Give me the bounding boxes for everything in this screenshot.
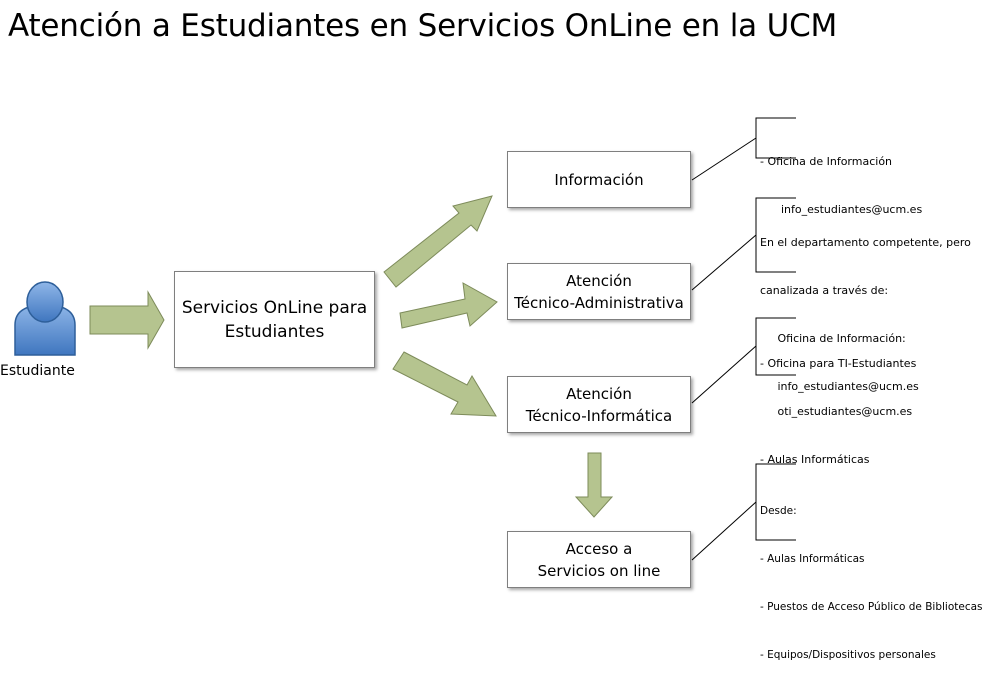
- tecnico-admin-line2: Técnico-Administrativa: [514, 293, 684, 312]
- connector-acceso: [691, 501, 757, 561]
- arrow-to-tecnico-admin: [399, 282, 498, 329]
- arrow-to-informacion: [383, 195, 493, 288]
- note-line: Oficina de Información:: [760, 332, 906, 345]
- tecnico-info-line1: Atención: [566, 384, 632, 403]
- user-person-icon: [14, 281, 76, 356]
- note-line: info_estudiantes@ucm.es: [760, 380, 919, 393]
- note-line: - Oficina para TI-Estudiantes: [760, 357, 917, 370]
- acceso-line1: Acceso a: [565, 539, 633, 558]
- tecnico-info-box: Atención Técnico-Informática: [507, 376, 691, 433]
- tecnico-admin-box: Atención Técnico-Administrativa: [507, 263, 691, 320]
- arrow-down-to-acceso: [574, 452, 614, 518]
- note-line: Desde:: [760, 505, 797, 517]
- note-tecnico-admin: En el departamento competente, pero cana…: [760, 203, 971, 411]
- connector-informacion: [691, 137, 757, 181]
- arrow-estudiante-to-servicios: [89, 290, 165, 350]
- note-line: - Equipos/Dispositivos personales: [760, 649, 936, 661]
- tecnico-admin-line1: Atención: [566, 271, 632, 290]
- connector-tecnico-info: [691, 345, 757, 404]
- note-line: - Puestos de Acceso Público de Bibliotec…: [760, 601, 983, 613]
- note-tecnico-info: - Oficina para TI-Estudiantes oti_estudi…: [760, 324, 916, 484]
- servicios-online-box: Servicios OnLine para Estudiantes: [174, 271, 375, 368]
- tecnico-info-line2: Técnico-Informática: [525, 406, 673, 425]
- note-line: oti_estudiantes@ucm.es: [760, 405, 913, 418]
- note-acceso: Desde: - Aulas Informáticas - Puestos de…: [760, 471, 983, 679]
- note-line: canalizada a través de:: [760, 284, 889, 297]
- actor-label: Estudiante: [0, 363, 75, 379]
- page-title: Atención a Estudiantes en Servicios OnLi…: [8, 8, 838, 44]
- note-line: info_estudiantes@ucm.es: [760, 203, 923, 216]
- servicios-online-line2: Estudiantes: [224, 321, 325, 342]
- acceso-box: Acceso a Servicios on line: [507, 531, 691, 588]
- arrow-to-tecnico-info: [392, 351, 497, 417]
- note-line: En el departamento competente, pero: [760, 236, 971, 249]
- connector-tecnico-admin: [691, 234, 757, 291]
- note-line: - Aulas Informáticas: [760, 453, 870, 466]
- servicios-online-line1: Servicios OnLine para: [181, 297, 368, 318]
- informacion-box: Información: [507, 151, 691, 208]
- informacion-label: Información: [554, 170, 644, 189]
- acceso-line2: Servicios on line: [537, 561, 661, 580]
- note-line: - Oficina de Información: [760, 155, 893, 168]
- note-line: - Aulas Informáticas: [760, 553, 865, 565]
- note-informacion: - Oficina de Información info_estudiante…: [760, 122, 922, 234]
